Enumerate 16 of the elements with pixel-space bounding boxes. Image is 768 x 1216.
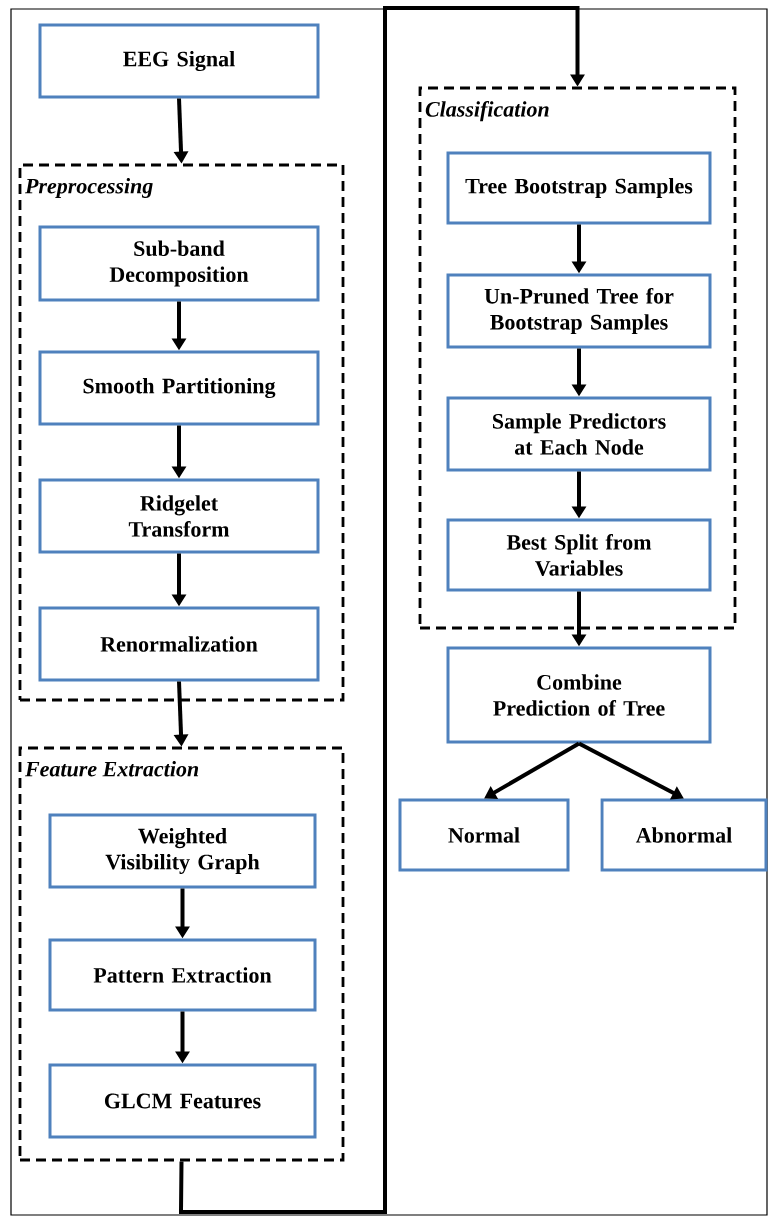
process-box: Abnormal xyxy=(600,798,768,872)
process-box: Sub-band Decomposition xyxy=(38,225,320,302)
process-box: Tree Bootstrap Samples xyxy=(446,151,712,225)
process-box: Renormalization xyxy=(38,606,320,682)
process-box: Sample Predictors at Each Node xyxy=(446,396,712,472)
process-box: Best Split from Variables xyxy=(446,518,712,592)
process-box: Smooth Partitioning xyxy=(38,350,320,426)
process-box: EEG Signal xyxy=(38,23,320,99)
process-box: Combine Prediction of Tree xyxy=(446,646,712,744)
process-box: Un-Pruned Tree for Bootstrap Samples xyxy=(446,273,712,349)
process-box: Ridgelet Transform xyxy=(38,478,320,554)
process-box: Weighted Visibility Graph xyxy=(48,813,317,889)
process-box: Pattern Extraction xyxy=(48,938,317,1012)
arrow xyxy=(179,6,585,1214)
process-box: GLCM Features xyxy=(48,1063,317,1139)
process-box: Normal xyxy=(398,798,570,872)
